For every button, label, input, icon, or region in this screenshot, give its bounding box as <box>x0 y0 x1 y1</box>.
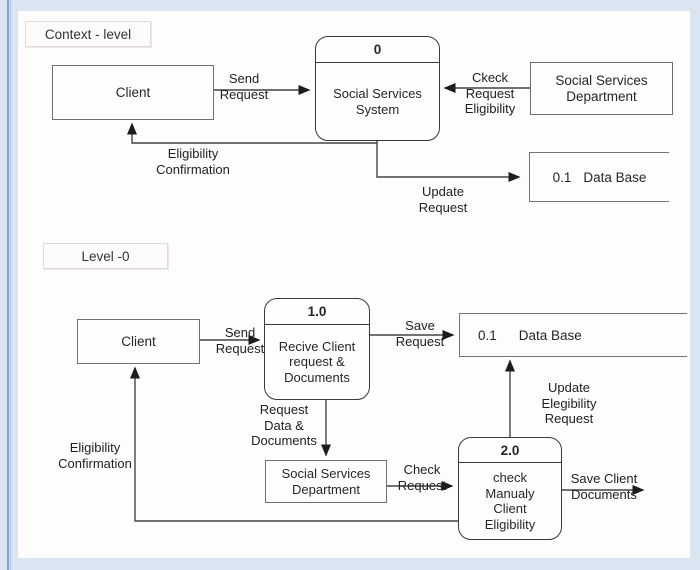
ctx-flow-label-send-request: Send Request <box>219 71 269 102</box>
l0-flow-label-save-request: Save Request <box>395 318 445 349</box>
ctx-entity-department: Social Services Department <box>530 62 673 115</box>
l0-process-2-number: 2.0 <box>459 438 561 463</box>
l0-flow-label-request-data-documents: Request Data & Documents <box>251 402 317 448</box>
ctx-process-0-number: 0 <box>316 37 439 63</box>
l0-datastore-id: 0.1 <box>478 327 497 343</box>
l0-process-2: 2.0 check Manualy Client Eligibility <box>458 437 562 540</box>
l0-process-1: 1.0 Recive Client request & Documents <box>264 298 370 400</box>
l0-datastore-database: 0.1 Data Base <box>459 313 687 357</box>
ctx-entity-client: Client <box>52 65 214 120</box>
ctx-process-0: 0 Social Services System <box>315 36 440 141</box>
l0-flow-label-send-request: Send Request <box>215 325 265 356</box>
l0-process-1-name: Recive Client request & Documents <box>278 338 356 385</box>
ctx-datastore-name: Data Base <box>583 169 647 185</box>
ctx-flow-label-check-request-eligibility: Ckeck Request Eligibility <box>464 70 516 116</box>
ctx-flow-label-update-request: Update Request <box>418 184 468 215</box>
l0-flow-label-update-elegibility-request: Update Elegibility Request <box>541 380 597 426</box>
l0-flow-label-save-client-documents: Save Client Documents <box>570 471 638 502</box>
l0-process-1-number: 1.0 <box>265 299 369 325</box>
ctx-datastore-database: 0.1 Data Base <box>529 152 669 202</box>
left-accent-line-light <box>10 0 11 570</box>
level0-section-label: Level -0 <box>43 243 168 269</box>
l0-flow-label-check-request: Check Request <box>397 462 447 493</box>
ctx-process-0-name: Social Services System <box>333 86 422 117</box>
ctx-datastore-id: 0.1 <box>552 169 572 185</box>
ctx-flow-label-eligibility-confirmation: Eligibility Confirmation <box>156 146 230 177</box>
l0-entity-client: Client <box>77 319 200 364</box>
l0-entity-department: Social Services Department <box>265 460 387 503</box>
l0-flow-label-eligibility-confirmation: Eligibility Confirmation <box>58 440 132 471</box>
context-level-section-label: Context - level <box>25 21 151 47</box>
l0-process-2-name: check Manualy Client Eligibility <box>484 470 536 532</box>
left-accent-line <box>7 0 9 570</box>
l0-datastore-name: Data Base <box>518 327 582 343</box>
